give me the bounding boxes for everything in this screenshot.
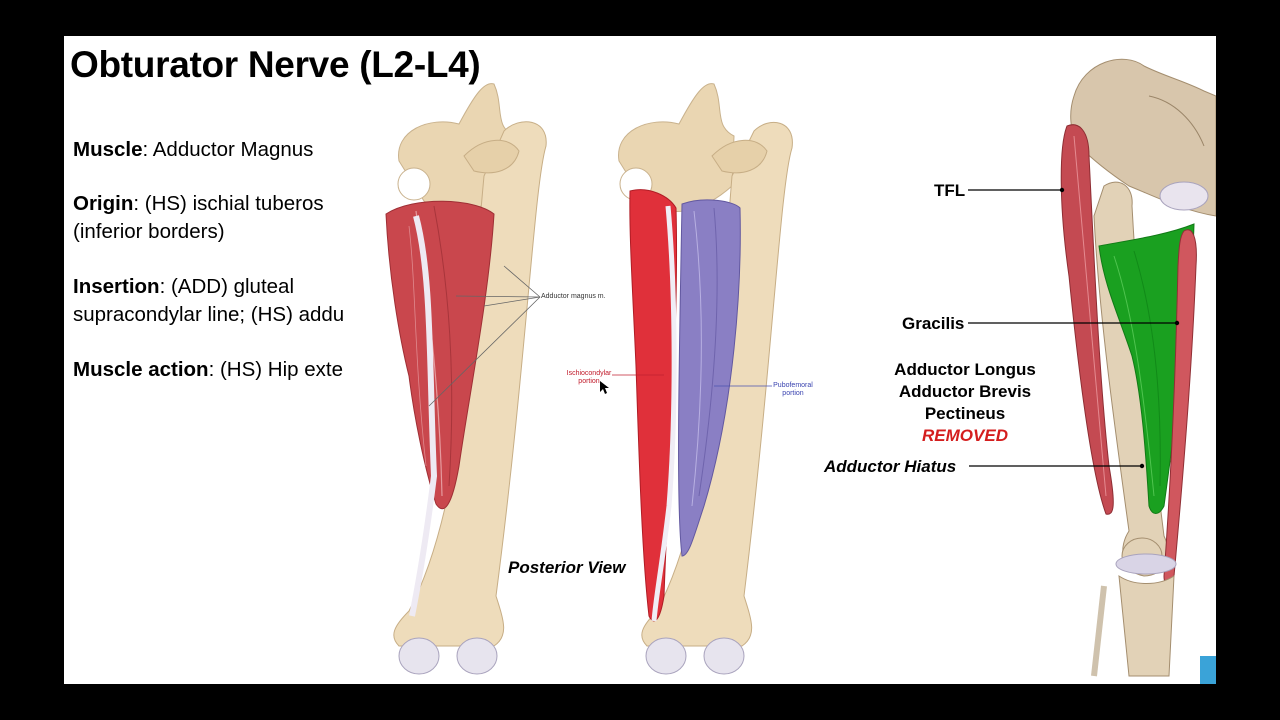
action-text: : (HS) Hip exte	[208, 358, 343, 381]
muscle-label: Muscle	[73, 138, 143, 161]
origin-line: Origin: (HS) ischial tuberos	[73, 190, 324, 218]
pubofemoral-label: Pubofemoral portion	[773, 382, 813, 397]
muscle-line: Muscle: Adductor Magnus	[73, 136, 313, 164]
adductor-brevis-label: Adductor Brevis	[898, 382, 1032, 401]
tfl-label: TFL	[934, 181, 966, 200]
ischiocondylar-label: Ischiocondylar portion	[566, 370, 612, 385]
slide: Obturator Nerve (L2-L4) Muscle: Adductor…	[64, 36, 1216, 684]
insertion-line-2: supracondylar line; (HS) addu	[73, 303, 345, 326]
origin-label: Origin	[73, 192, 134, 215]
muscle-text: : Adductor Magnus	[142, 138, 314, 161]
origin-line-2: (inferior borders)	[73, 220, 225, 243]
posterior-figure-left	[385, 83, 547, 675]
removed-label: REMOVED	[922, 426, 1008, 445]
gracilis-label: Gracilis	[902, 314, 965, 333]
adductor-hiatus-label: Adductor Hiatus	[824, 457, 957, 476]
insertion-label: Insertion	[73, 275, 160, 298]
posterior-figure-right	[600, 83, 793, 675]
insertion-text: : (ADD) gluteal	[159, 275, 295, 298]
pectineus-label: Pectineus	[924, 404, 1006, 423]
action-line: Muscle action: (HS) Hip exte	[73, 356, 343, 384]
action-label: Muscle action	[73, 358, 209, 381]
anterior-figure	[968, 58, 1216, 684]
adductor-magnus-label: Adductor magnus m.	[541, 293, 606, 300]
insertion-line: Insertion: (ADD) gluteal	[73, 273, 294, 301]
slide-title: Obturator Nerve (L2-L4)	[70, 44, 481, 85]
posterior-view-caption: Posterior View	[508, 558, 626, 577]
origin-text: : (HS) ischial tuberos	[133, 192, 324, 215]
adductor-longus-label: Adductor Longus	[894, 360, 1036, 379]
anatomy-illustrations	[385, 58, 1216, 684]
